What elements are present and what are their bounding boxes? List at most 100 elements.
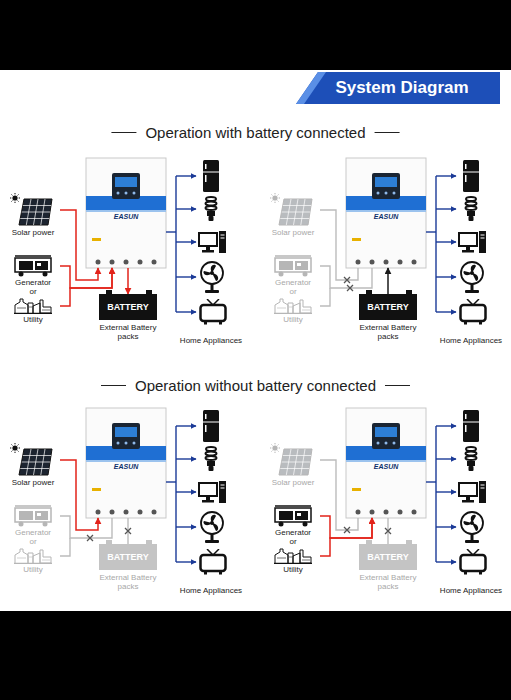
inverter-button (133, 192, 136, 195)
terminal (124, 510, 129, 515)
inactive-wire (320, 266, 372, 288)
generator-source: Generator or (6, 504, 60, 546)
inverter-box: EASUN (86, 158, 166, 268)
source-icon (275, 256, 311, 277)
battery-pack: BATTERYExternal Battery packs (88, 544, 168, 591)
source-label: Solar power (6, 478, 60, 487)
appliance-icon (459, 481, 486, 503)
appliance-icon (461, 549, 486, 575)
terminal (384, 260, 389, 265)
source-icon (14, 299, 52, 313)
output-wire (436, 175, 456, 176)
inverter-body (86, 158, 166, 268)
source-label: Solar power (266, 228, 320, 237)
output-wire (436, 311, 456, 312)
solar-source: Solar power (6, 442, 60, 487)
appliance-icon (201, 262, 223, 293)
inverter-screen (372, 173, 400, 199)
output-wire (176, 311, 196, 312)
terminal (356, 260, 361, 265)
panel (86, 408, 226, 575)
terminal (370, 260, 375, 265)
cut-mark (87, 535, 93, 541)
inverter-button (393, 442, 396, 445)
panel-art (10, 133, 486, 575)
inverter-button (385, 192, 388, 195)
source-icon (10, 193, 52, 225)
inverter-button (393, 192, 396, 195)
output-wire (436, 458, 456, 459)
source-label: Utility (266, 315, 320, 324)
inverter-display (375, 177, 397, 187)
inverter-screen (372, 423, 400, 449)
output-wire (436, 241, 456, 242)
terminal (412, 260, 417, 265)
utility-source: Utility (6, 547, 60, 574)
output-wire (176, 276, 196, 277)
output-wire (176, 208, 196, 209)
source-label: Generator or (272, 528, 314, 546)
output-wire (436, 491, 456, 492)
output-wire (176, 425, 196, 426)
inverter-screen (112, 173, 140, 199)
terminal (110, 510, 115, 515)
source-icon (270, 193, 312, 225)
utility-source: Utility (6, 297, 60, 324)
inverter-band (346, 210, 426, 212)
terminal (124, 260, 129, 265)
group-label: Home Appliances (440, 336, 502, 345)
source-label: Utility (6, 565, 60, 574)
source-icon (274, 549, 312, 563)
battery-caption: External Battery packs (98, 573, 158, 591)
output-wire (436, 425, 456, 426)
output-wire (176, 561, 196, 562)
cut-mark (385, 528, 391, 534)
inverter-tag (92, 488, 101, 491)
inverter-button (377, 442, 380, 445)
power-connector (60, 210, 98, 280)
output-wire (166, 481, 176, 482)
heading-rule (385, 385, 410, 386)
terminal (152, 260, 157, 265)
output-wire (176, 491, 196, 492)
solar-source: Solar power (266, 442, 320, 487)
group-label: Home Appliances (180, 586, 242, 595)
generator-source: Generator or (6, 254, 60, 296)
inverter-display (115, 427, 137, 437)
source-label: Generator or (272, 278, 314, 296)
inverter-body (346, 158, 426, 268)
panel (346, 158, 486, 325)
cut-mark (344, 527, 350, 533)
source-label: Generator or (12, 278, 54, 296)
output-bus (175, 176, 176, 312)
appliance-icon (461, 512, 483, 543)
terminal (370, 510, 375, 515)
battery-label: BATTERY (359, 544, 417, 570)
inverter-display (115, 177, 137, 187)
inverter-tag (92, 238, 101, 241)
appliance-icon (206, 447, 217, 471)
inverter-band (86, 210, 166, 212)
terminal (398, 260, 403, 265)
battery-pack: BATTERYExternal Battery packs (348, 294, 428, 341)
inverter-button (385, 442, 388, 445)
battery-caption: External Battery packs (358, 573, 418, 591)
cut-mark (344, 277, 350, 283)
appliance-icon (461, 299, 486, 325)
inverter-button (377, 192, 380, 195)
inverter-tag (352, 238, 361, 241)
terminal (138, 510, 143, 515)
appliance-icon (461, 262, 483, 293)
art-g (60, 210, 388, 556)
output-wire (426, 231, 436, 232)
source-icon (14, 549, 52, 563)
inverter-button (117, 192, 120, 195)
solar-source: Solar power (6, 192, 60, 237)
section-heading: Operation without battery connected (135, 377, 376, 394)
source-icon (274, 299, 312, 313)
source-label: Solar power (6, 228, 60, 237)
inverter-screen (112, 423, 140, 449)
source-icon (275, 506, 311, 527)
output-wire (176, 526, 196, 527)
